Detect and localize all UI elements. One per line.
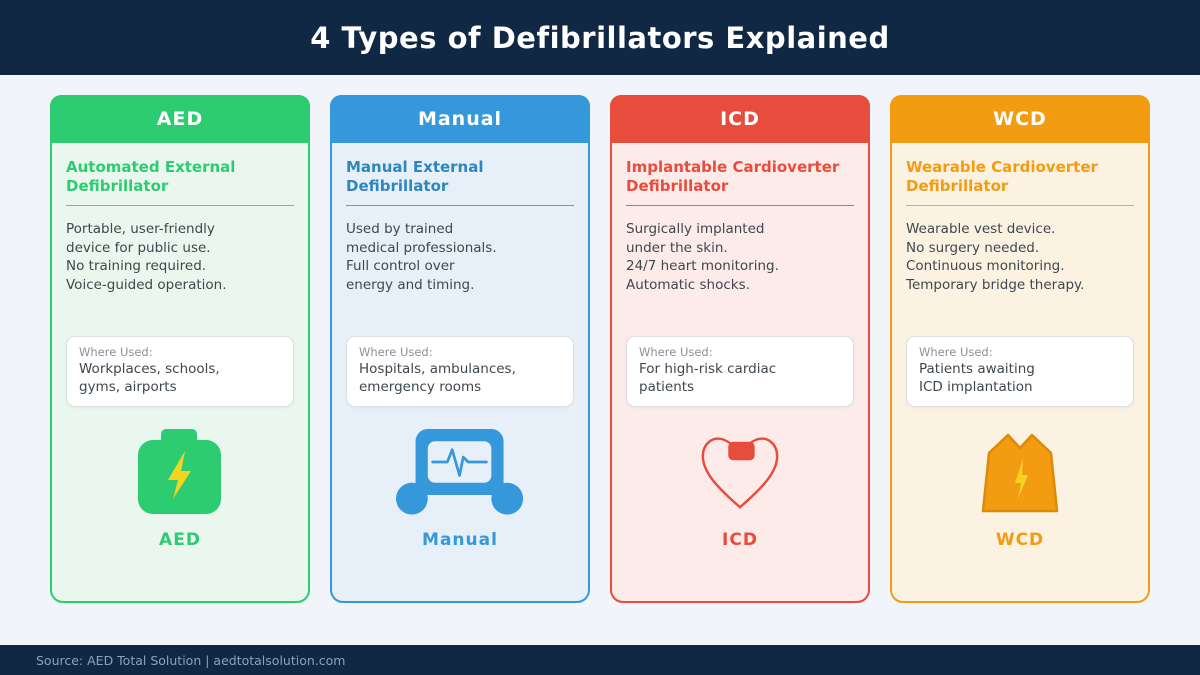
manual-defibrillator-icon	[396, 429, 524, 515]
cards-row: AED Automated External Defibrillator Por…	[0, 75, 1200, 603]
card-aed-body: Automated External Defibrillator Portabl…	[52, 143, 308, 601]
card-icd-header: ICD	[610, 95, 870, 143]
card-aed-icon-wrap: AED	[66, 429, 294, 550]
aed-device-icon	[138, 429, 221, 514]
card-wcd-description: Wearable vest device. No surgery needed.…	[906, 221, 1085, 293]
page-title: 4 Types of Defibrillators Explained	[310, 20, 890, 55]
vest-icon	[981, 433, 1059, 513]
card-icd-body: Implantable Cardioverter Defibrillator S…	[612, 143, 868, 601]
title-rule	[66, 205, 294, 206]
card-aed-acronym: AED	[156, 108, 204, 130]
card-icd: ICD Implantable Cardioverter Defibrillat…	[610, 95, 870, 603]
card-icd-where-used-value: For high-risk cardiac patients	[639, 361, 777, 395]
title-rule	[626, 205, 854, 206]
card-icd-where-used-box: Where Used: For high-risk cardiac patien…	[626, 336, 854, 407]
card-wcd-header: WCD	[890, 95, 1150, 143]
card-icd-acronym: ICD	[720, 108, 760, 130]
title-rule	[346, 205, 574, 206]
card-aed-where-used-value: Workplaces, schools, gyms, airports	[79, 361, 220, 395]
card-manual-icon-label: Manual	[422, 530, 498, 550]
card-aed-header: AED	[50, 95, 310, 143]
card-wcd-icon-wrap: WCD	[906, 429, 1134, 550]
card-manual-acronym: Manual	[417, 108, 503, 130]
card-wcd-where-used-value: Patients awaiting ICD implantation	[919, 361, 1035, 395]
header-bar: 4 Types of Defibrillators Explained	[0, 0, 1200, 75]
card-manual-where-used-box: Where Used: Hospitals, ambulances, emerg…	[346, 336, 574, 407]
card-icd-description: Surgically implanted under the skin. 24/…	[626, 221, 779, 293]
card-icd-icon-wrap: ICD	[626, 429, 854, 550]
card-wcd-acronym: WCD	[993, 108, 1047, 130]
card-manual-description: Used by trained medical professionals. F…	[346, 221, 497, 293]
card-manual-icon-wrap: Manual	[346, 429, 574, 550]
card-aed-description: Portable, user-friendly device for publi…	[66, 221, 227, 293]
card-aed-full-name: Automated External Defibrillator	[66, 158, 236, 195]
card-manual-where-used-value: Hospitals, ambulances, emergency rooms	[359, 361, 516, 395]
card-manual-body: Manual External Defibrillator Used by tr…	[332, 143, 588, 601]
card-aed: AED Automated External Defibrillator Por…	[50, 95, 310, 603]
card-wcd-body: Wearable Cardioverter Defibrillator Wear…	[892, 143, 1148, 601]
card-manual: Manual Manual External Defibrillator Use…	[330, 95, 590, 603]
where-used-label: Where Used:	[79, 345, 153, 359]
card-icd-full-name: Implantable Cardioverter Defibrillator	[626, 158, 840, 195]
card-wcd: WCD Wearable Cardioverter Defibrillator …	[890, 95, 1150, 603]
card-manual-full-name: Manual External Defibrillator	[346, 158, 484, 195]
card-wcd-icon-label: WCD	[995, 530, 1045, 550]
where-used-label: Where Used:	[359, 345, 433, 359]
title-rule	[906, 205, 1134, 206]
card-wcd-full-name: Wearable Cardioverter Defibrillator	[906, 158, 1098, 195]
source-text: Source: AED Total Solution | aedtotalsol…	[36, 652, 346, 668]
footer-bar: Source: AED Total Solution | aedtotalsol…	[0, 645, 1200, 675]
card-icd-icon-label: ICD	[722, 530, 758, 550]
card-manual-header: Manual	[330, 95, 590, 143]
card-aed-where-used-box: Where Used: Workplaces, schools, gyms, a…	[66, 336, 294, 407]
where-used-label: Where Used:	[919, 345, 993, 359]
card-aed-icon-label: AED	[159, 530, 201, 550]
where-used-label: Where Used:	[639, 345, 713, 359]
card-wcd-where-used-box: Where Used: Patients awaiting ICD implan…	[906, 336, 1134, 407]
heart-implant-icon	[701, 437, 779, 509]
